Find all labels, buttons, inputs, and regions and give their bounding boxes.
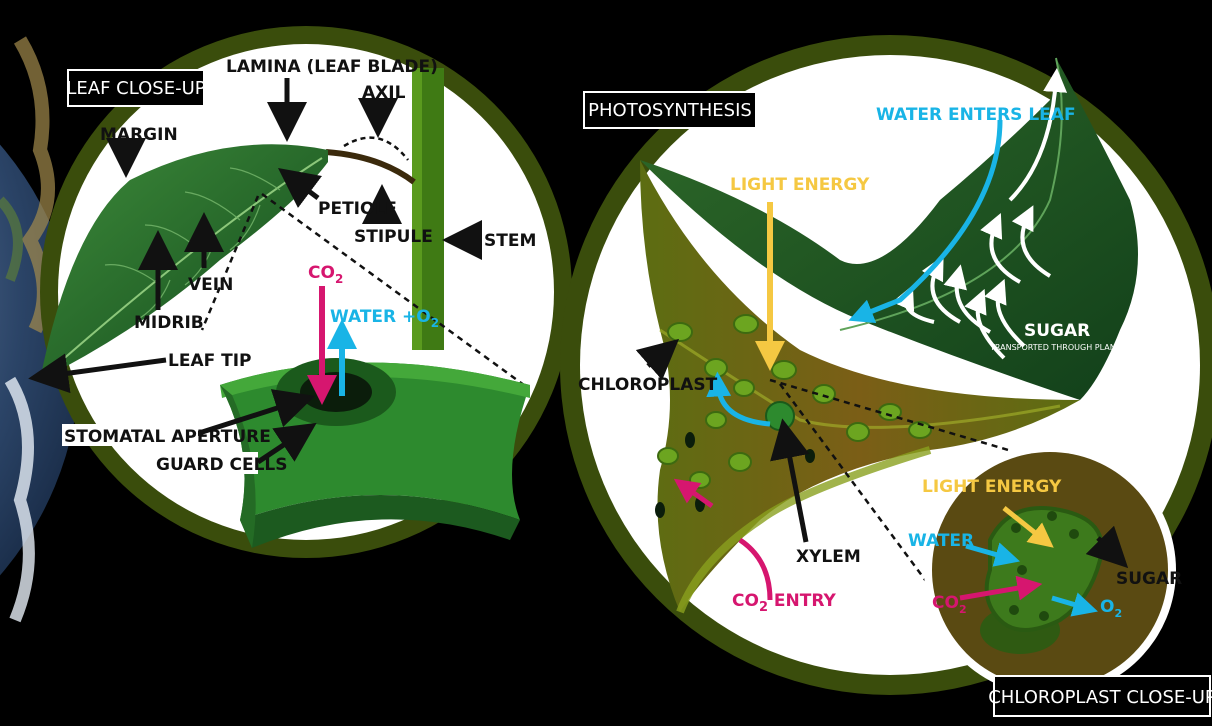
photosynthesis-title: PHOTOSYNTHESIS — [588, 100, 752, 121]
lamina-label: LAMINA (LEAF BLADE) — [226, 57, 438, 77]
stomata-tile — [220, 358, 530, 548]
light-energy-label: LIGHT ENERGY — [730, 175, 870, 195]
water-enters-leaf-label: WATER ENTERS LEAF — [876, 105, 1076, 125]
midrib-label: MIDRIB — [134, 313, 204, 333]
leaf-tip-label: LEAF TIP — [168, 351, 252, 371]
chloroplast-label: CHLOROPLAST — [578, 375, 718, 395]
xylem-label: XYLEM — [796, 547, 861, 567]
sugar-sub-label: TRANSPORTED THROUGH PLANT — [989, 343, 1121, 352]
leaf-closeup-panel: LEAF CLOSE-UP LAMINA (LEAF BLADE) AXIL M… — [40, 26, 572, 558]
guard-cells-label: GUARD CELLS — [156, 455, 288, 475]
chloroplast-closeup-title: CHLOROPLAST CLOSE-UP — [988, 687, 1212, 708]
stipule-label: STIPULE — [354, 227, 433, 247]
petiole-label: PETIOLE — [318, 199, 397, 219]
stem-label: STEM — [484, 231, 536, 251]
vein-label: VEIN — [188, 275, 233, 295]
chloro-light-energy-label: LIGHT ENERGY — [922, 477, 1062, 497]
leaf-closeup-title: LEAF CLOSE-UP — [66, 78, 205, 99]
water-o2-label: WATER +O2 — [330, 307, 439, 330]
axil-label: AXIL — [362, 83, 406, 103]
xylem-vessel — [766, 402, 794, 430]
sugar-label: SUGAR — [1024, 321, 1090, 341]
chloro-water-label: WATER — [908, 531, 974, 551]
margin-label: MARGIN — [100, 125, 178, 145]
chloro-sugar-label: SUGAR — [1116, 569, 1182, 589]
stomatal-aperture-label: STOMATAL APERTURE — [64, 427, 271, 447]
